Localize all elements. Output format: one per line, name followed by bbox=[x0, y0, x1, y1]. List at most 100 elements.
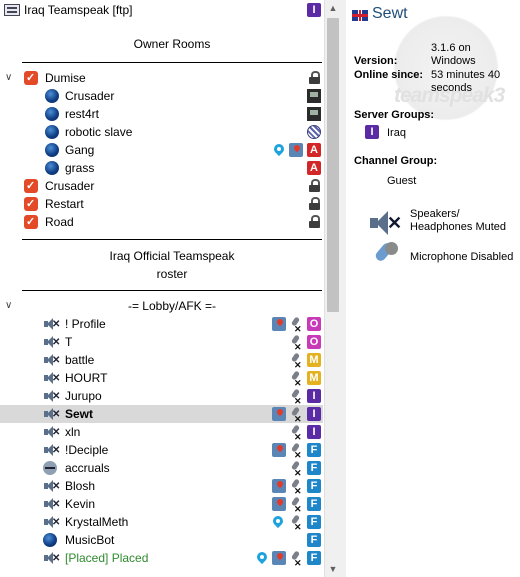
lock-icon bbox=[309, 215, 320, 228]
client-name: robotic slave bbox=[65, 125, 133, 139]
group-badge: A bbox=[307, 143, 321, 157]
online-value-line1: 53 minutes 40 bbox=[431, 69, 501, 81]
microphone-muted-icon bbox=[289, 371, 303, 392]
chevron-down-icon[interactable]: ∨ bbox=[5, 72, 13, 83]
group-badge: F bbox=[307, 497, 321, 511]
server-icon bbox=[4, 4, 20, 16]
group-badge: F bbox=[307, 443, 321, 457]
client-row[interactable]: grass A bbox=[0, 159, 323, 177]
client-name: battle bbox=[65, 353, 95, 367]
client-name: grass bbox=[65, 161, 95, 175]
speakers-muted-line1: Speakers/ bbox=[410, 208, 460, 220]
client-info-panel: teamspeak3 Sewt Version: 3.1.6 on Window… bbox=[346, 0, 520, 577]
client-row[interactable]: ✕xlnI bbox=[0, 423, 323, 446]
client-name: Sewt bbox=[65, 407, 94, 421]
client-row[interactable]: ✕!DecipleF bbox=[0, 441, 323, 464]
microphone-muted-icon bbox=[289, 389, 303, 410]
watermark-text: teamspeak3 bbox=[394, 84, 505, 107]
client-nickname: Sewt bbox=[372, 5, 408, 22]
client-row[interactable]: ✕ Jurupo I bbox=[0, 387, 323, 410]
client-row[interactable]: ✕BloshF bbox=[0, 477, 323, 500]
client-row[interactable]: ✕KevinF bbox=[0, 495, 323, 518]
channel-name: Road bbox=[45, 215, 74, 229]
version-label: Version: bbox=[354, 55, 398, 67]
avatar-icon bbox=[307, 89, 321, 103]
client-row[interactable]: Crusader bbox=[0, 87, 323, 105]
channel-road[interactable]: Road bbox=[0, 213, 323, 231]
client-row[interactable]: rest4rt bbox=[0, 105, 323, 123]
client-name: Gang bbox=[65, 143, 95, 157]
client-row[interactable]: ✕HOURTM bbox=[0, 369, 323, 392]
scrollbar[interactable]: ▲ ▼ bbox=[324, 0, 341, 577]
map-icon bbox=[272, 497, 286, 511]
channel-lobby[interactable]: ∨ -= Lobby/AFK =- bbox=[0, 297, 323, 315]
server-groups-label: Server Groups: bbox=[354, 109, 435, 121]
channel-name: -= Lobby/AFK =- bbox=[127, 299, 217, 313]
version-value-line1: 3.1.6 on bbox=[431, 42, 471, 54]
group-badge: I bbox=[307, 389, 321, 403]
scroll-up-icon[interactable]: ▲ bbox=[328, 3, 338, 13]
group-badge: F bbox=[307, 515, 321, 529]
spacer-official[interactable]: Iraq Official Teamspeak bbox=[109, 249, 235, 263]
speakers-muted-icon: ✕ bbox=[370, 210, 402, 236]
server-name: Iraq Teamspeak [ftp] bbox=[24, 3, 133, 17]
speaker-muted-icon: ✕ bbox=[43, 389, 60, 403]
away-status-icon bbox=[43, 461, 57, 475]
teamspeak-logo-watermark bbox=[386, 8, 506, 128]
scroll-thumb[interactable] bbox=[327, 18, 339, 312]
spacer-line bbox=[22, 62, 322, 63]
client-row[interactable]: accrualsF bbox=[0, 459, 323, 482]
client-status-icon bbox=[45, 143, 59, 157]
speaker-muted-icon: ✕ bbox=[43, 371, 60, 385]
online-value-line2: seconds bbox=[431, 82, 472, 94]
speaker-muted-icon: ✕ bbox=[43, 317, 60, 331]
microphone-muted-icon bbox=[289, 425, 303, 446]
lock-icon bbox=[309, 179, 320, 192]
avatar-icon bbox=[307, 107, 321, 121]
speaker-muted-icon: ✕ bbox=[43, 551, 60, 565]
speaker-muted-icon: ✕ bbox=[43, 515, 60, 529]
spacer-line bbox=[22, 290, 322, 291]
client-row[interactable]: robotic slave bbox=[0, 123, 323, 141]
map-icon bbox=[272, 443, 286, 457]
group-badge: F bbox=[307, 461, 321, 475]
channel-dumise[interactable]: ∨ Dumise bbox=[0, 69, 323, 87]
client-row[interactable]: ✕battleM bbox=[0, 351, 323, 374]
map-icon bbox=[289, 143, 303, 157]
spacer-roster[interactable]: roster bbox=[156, 267, 188, 281]
channel-tree[interactable]: Iraq Teamspeak [ftp] I Owner Rooms ∨ Dum… bbox=[0, 0, 341, 577]
online-label: Online since: bbox=[354, 69, 424, 81]
client-row[interactable]: ✕SewtI bbox=[0, 405, 323, 428]
group-badge: O bbox=[307, 335, 321, 349]
client-row[interactable]: ✕KrystalMethF bbox=[0, 513, 323, 536]
group-badge: I bbox=[307, 425, 321, 439]
microphone-muted-icon bbox=[289, 317, 303, 338]
microphone-muted-icon bbox=[289, 515, 303, 536]
client-name: Blosh bbox=[65, 479, 96, 493]
client-row[interactable]: ✕TO bbox=[0, 333, 323, 356]
group-badge: F bbox=[307, 479, 321, 493]
client-status-icon bbox=[43, 533, 57, 547]
group-badge: F bbox=[307, 551, 321, 565]
microphone-muted-icon bbox=[289, 407, 303, 428]
lock-icon bbox=[309, 197, 320, 210]
channel-crusader[interactable]: Crusader bbox=[0, 177, 323, 195]
client-name: Jurupo bbox=[65, 389, 102, 403]
map-icon bbox=[272, 551, 286, 565]
location-pin-icon bbox=[273, 143, 285, 157]
scroll-down-icon[interactable]: ▼ bbox=[328, 564, 338, 574]
channel-icon bbox=[24, 177, 38, 195]
server-group-badge: I bbox=[365, 125, 379, 139]
chevron-down-icon[interactable]: ∨ bbox=[5, 300, 13, 311]
speaker-muted-icon: ✕ bbox=[43, 353, 60, 367]
client-row[interactable]: ✕! ProfileO bbox=[0, 315, 323, 338]
client-row[interactable]: Gang A bbox=[0, 141, 323, 159]
channel-icon bbox=[24, 213, 38, 231]
client-name: Kevin bbox=[65, 497, 96, 511]
channel-restart[interactable]: Restart bbox=[0, 195, 323, 213]
spacer-owner-rooms[interactable]: Owner Rooms bbox=[133, 37, 211, 51]
client-status-icon bbox=[45, 161, 59, 175]
server-row[interactable]: Iraq Teamspeak [ftp] I bbox=[0, 1, 323, 19]
client-row[interactable]: ✕[Placed] PlacedF bbox=[0, 549, 323, 572]
